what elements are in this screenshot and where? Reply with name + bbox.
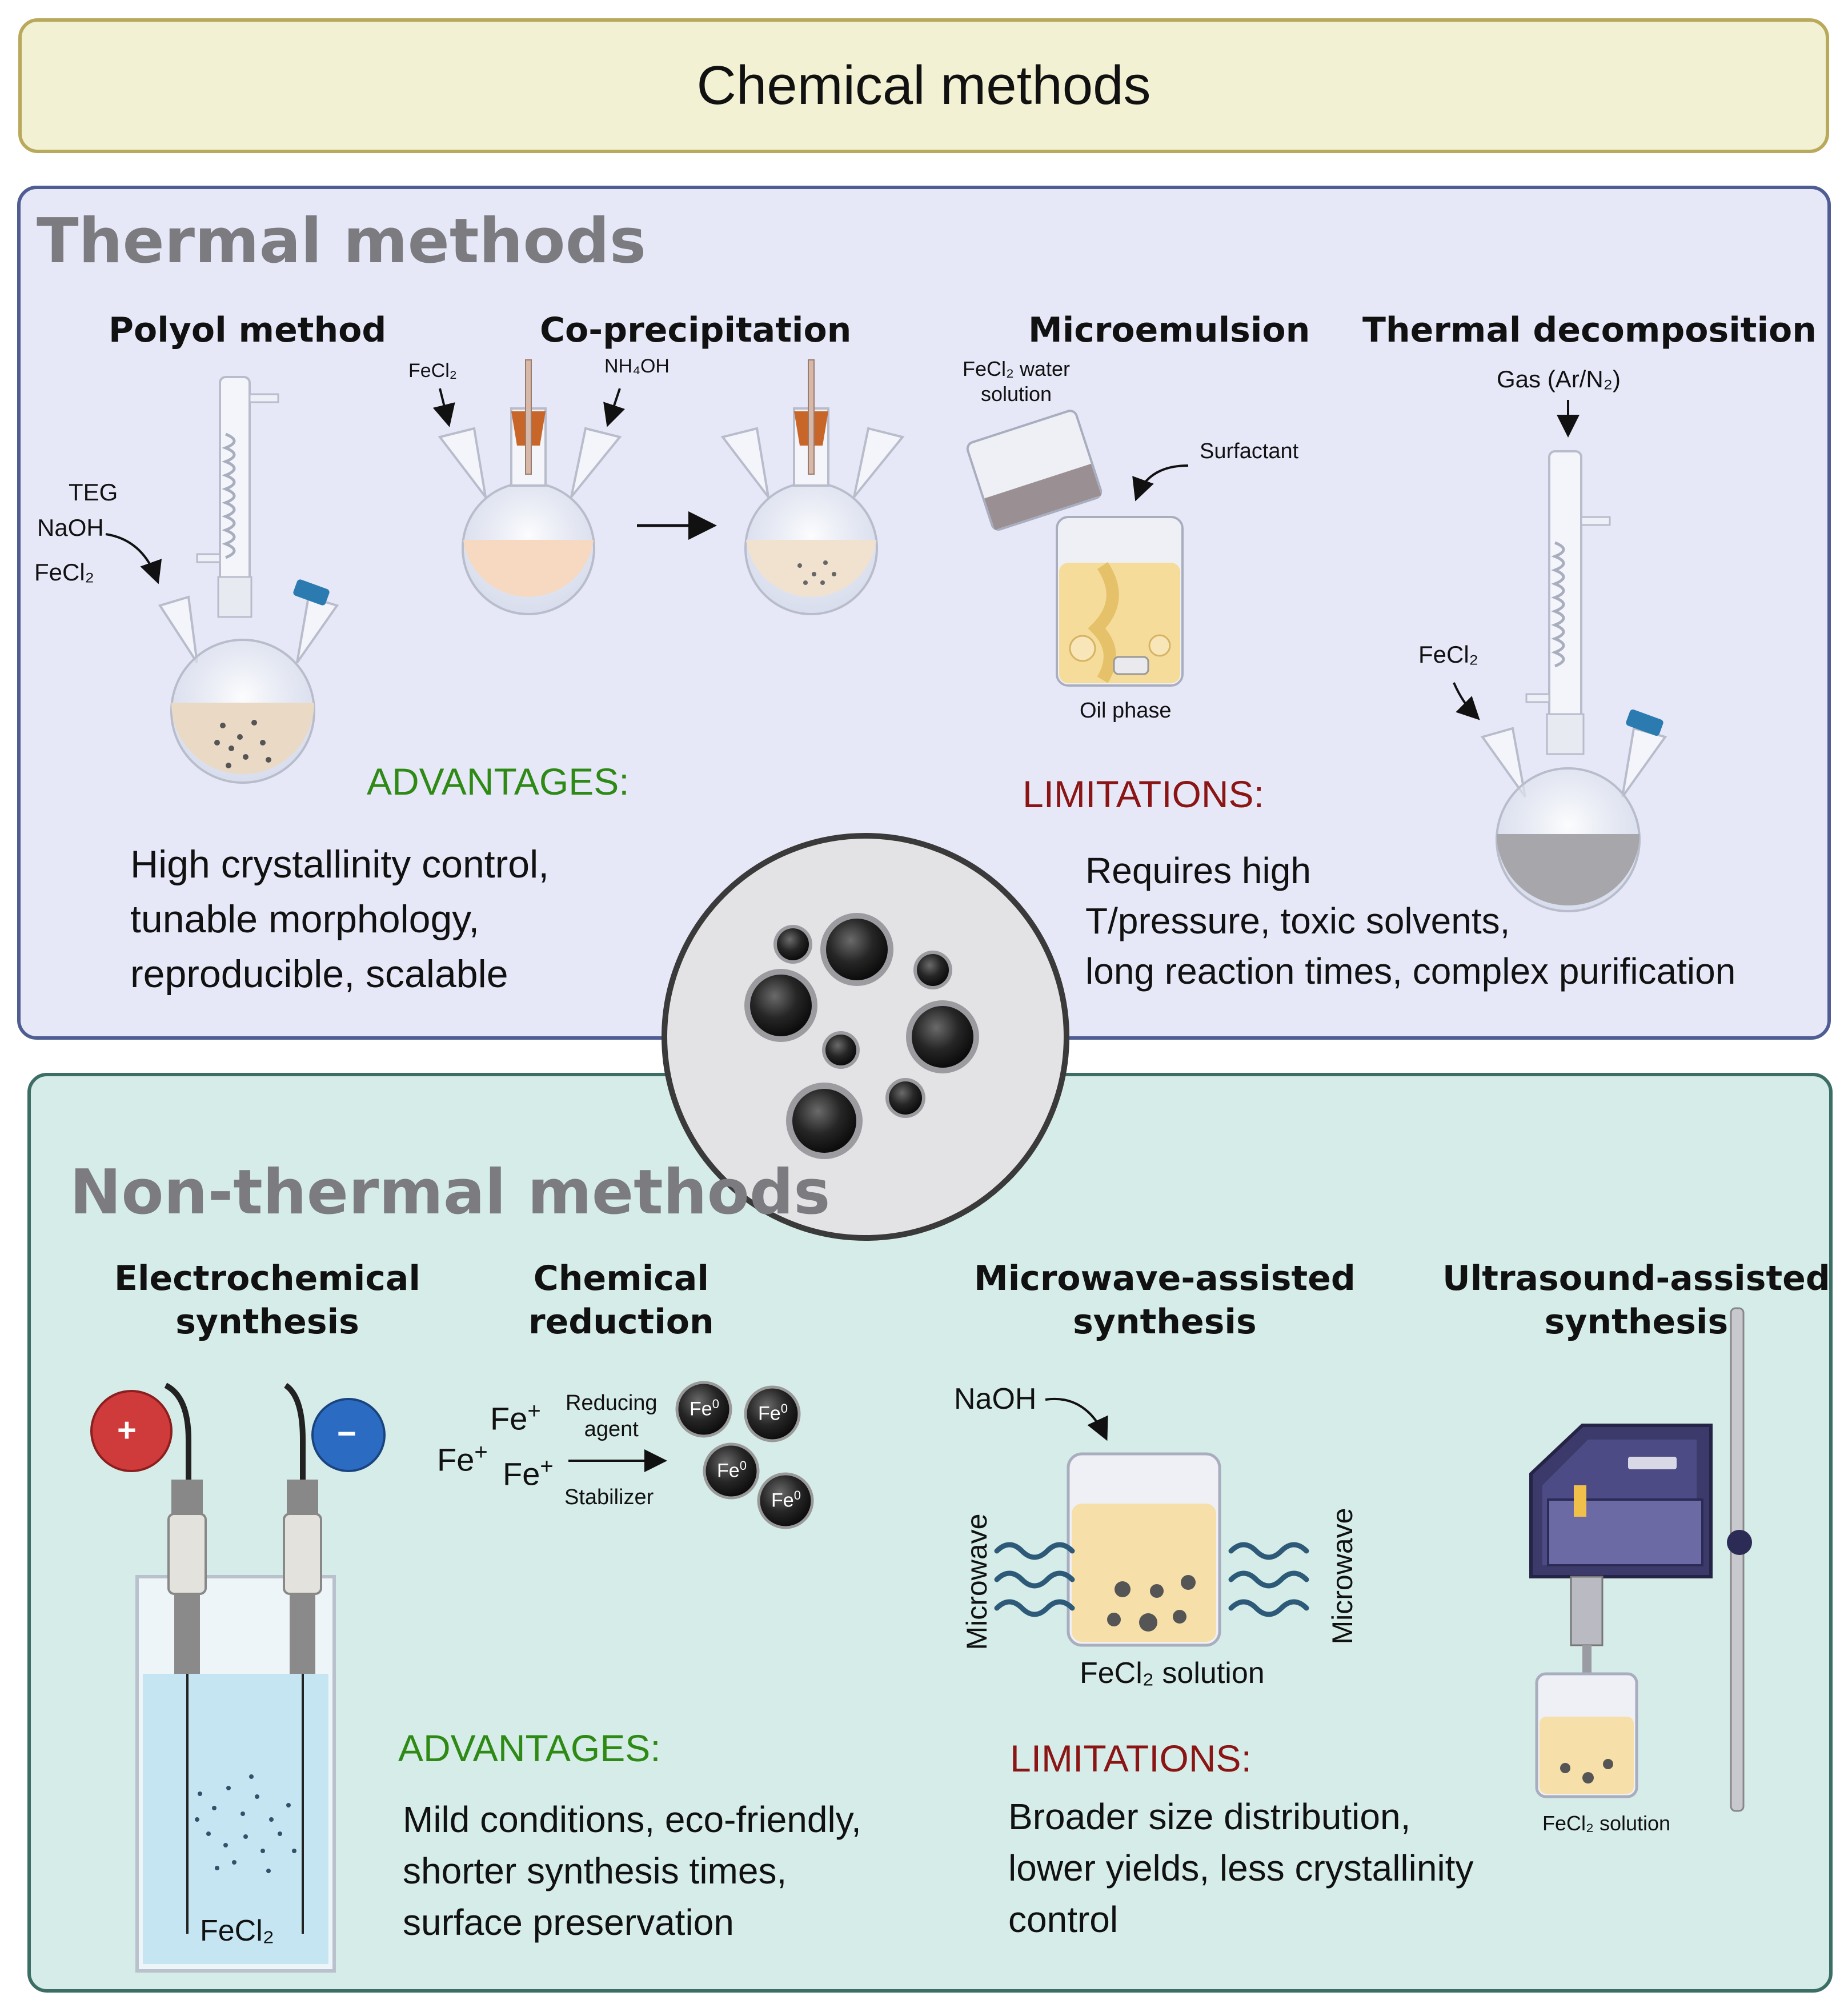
nonthermal-limitations-label: LIMITATIONS: — [1010, 1737, 1252, 1779]
cathode-minus-label: − — [337, 1415, 356, 1452]
cathode-minus-icon — [311, 1398, 386, 1472]
nonthermal-limitations-text: Broader size distribution, lower yields,… — [1008, 1796, 1474, 1940]
non-thermal-methods-heading: Non-thermal methods — [70, 1157, 831, 1228]
oil-phase-label: Oil phase — [1080, 699, 1172, 723]
electro-solution-label: FeCl₂ — [200, 1914, 274, 1947]
microwave-label-right: Microwave — [1326, 1508, 1358, 1645]
thermal-advantages-text: High crystallinity control, tunable morp… — [130, 843, 550, 996]
thermal-decomposition-flask-icon — [1480, 450, 1667, 912]
method-thermal-decomposition: Thermal decomposition — [1362, 310, 1817, 350]
coprecipitation-flask-right-icon — [720, 359, 905, 615]
microemulsion-beaker-icon — [966, 410, 1184, 687]
method-coprecipitation: Co-precipitation — [540, 310, 852, 350]
reagent-naoh: NaOH — [37, 514, 104, 541]
nonthermal-advantages-text: Mild conditions, eco-friendly, shorter s… — [403, 1799, 861, 1943]
fe-ion-left: Fe+ — [437, 1440, 488, 1478]
microwave-beaker-icon — [1067, 1452, 1221, 1647]
microwave-waves-left-icon — [994, 1542, 1075, 1617]
microwave-label-left: Microwave — [961, 1513, 993, 1650]
title-banner: Chemical methods — [18, 18, 1829, 153]
microwave-naoh-label: NaOH — [954, 1382, 1037, 1416]
reagent-teg: TEG — [69, 479, 118, 506]
microemulsion-water-solution: FeCl₂ water solution — [963, 357, 1071, 406]
polyol-flask-icon — [158, 376, 339, 784]
coprecip-reagent-right: NH₄OH — [604, 355, 670, 377]
fe0-particle-label: Fe0 — [758, 1401, 788, 1425]
ultrasound-device-icon — [1529, 1307, 1752, 1812]
fe0-particles-icon — [675, 1381, 814, 1529]
fe0-particle-label: Fe0 — [771, 1488, 801, 1512]
microwave-solution-label: FeCl₂ solution — [1080, 1657, 1265, 1690]
microwave-waves-right-icon — [1228, 1542, 1309, 1617]
method-microemulsion: Microemulsion — [1028, 310, 1310, 350]
anode-plus-label: + — [117, 1412, 137, 1449]
fe-ion-right: Fe+ — [503, 1454, 554, 1492]
electrochemical-cell-icon — [135, 1382, 336, 1973]
thermal-advantages-label: ADVANTAGES: — [367, 760, 630, 803]
ultrasound-solution-label: FeCl₂ solution — [1542, 1811, 1671, 1835]
gas-label: Gas (Ar/N₂) — [1497, 366, 1621, 392]
thermal-methods-heading: Thermal methods — [37, 206, 647, 277]
decomposition-fecl2-label: FeCl₂ — [1418, 641, 1478, 668]
nanoparticles-icon — [662, 833, 1069, 1241]
thermal-limitations-text: Requires high T/pressure, toxic solvents… — [1085, 850, 1736, 992]
reagent-fecl2: FeCl₂ — [34, 559, 94, 586]
stabilizer-label: Stabilizer — [564, 1485, 654, 1509]
thermal-limitations-label: LIMITATIONS: — [1023, 773, 1264, 815]
coprecip-reagent-left: FeCl₂ — [408, 360, 457, 382]
method-polyol: Polyol method — [109, 310, 387, 350]
nonthermal-advantages-label: ADVANTAGES: — [398, 1727, 661, 1769]
anode-plus-icon — [90, 1390, 173, 1472]
fe-ion-top: Fe+ — [490, 1398, 541, 1437]
page-title: Chemical methods — [696, 55, 1151, 116]
surfactant-label: Surfactant — [1200, 439, 1299, 463]
fe0-particle-label: Fe0 — [717, 1458, 747, 1482]
fe0-particle-label: Fe0 — [690, 1397, 719, 1420]
coprecipitation-flask-left-icon — [438, 359, 622, 615]
